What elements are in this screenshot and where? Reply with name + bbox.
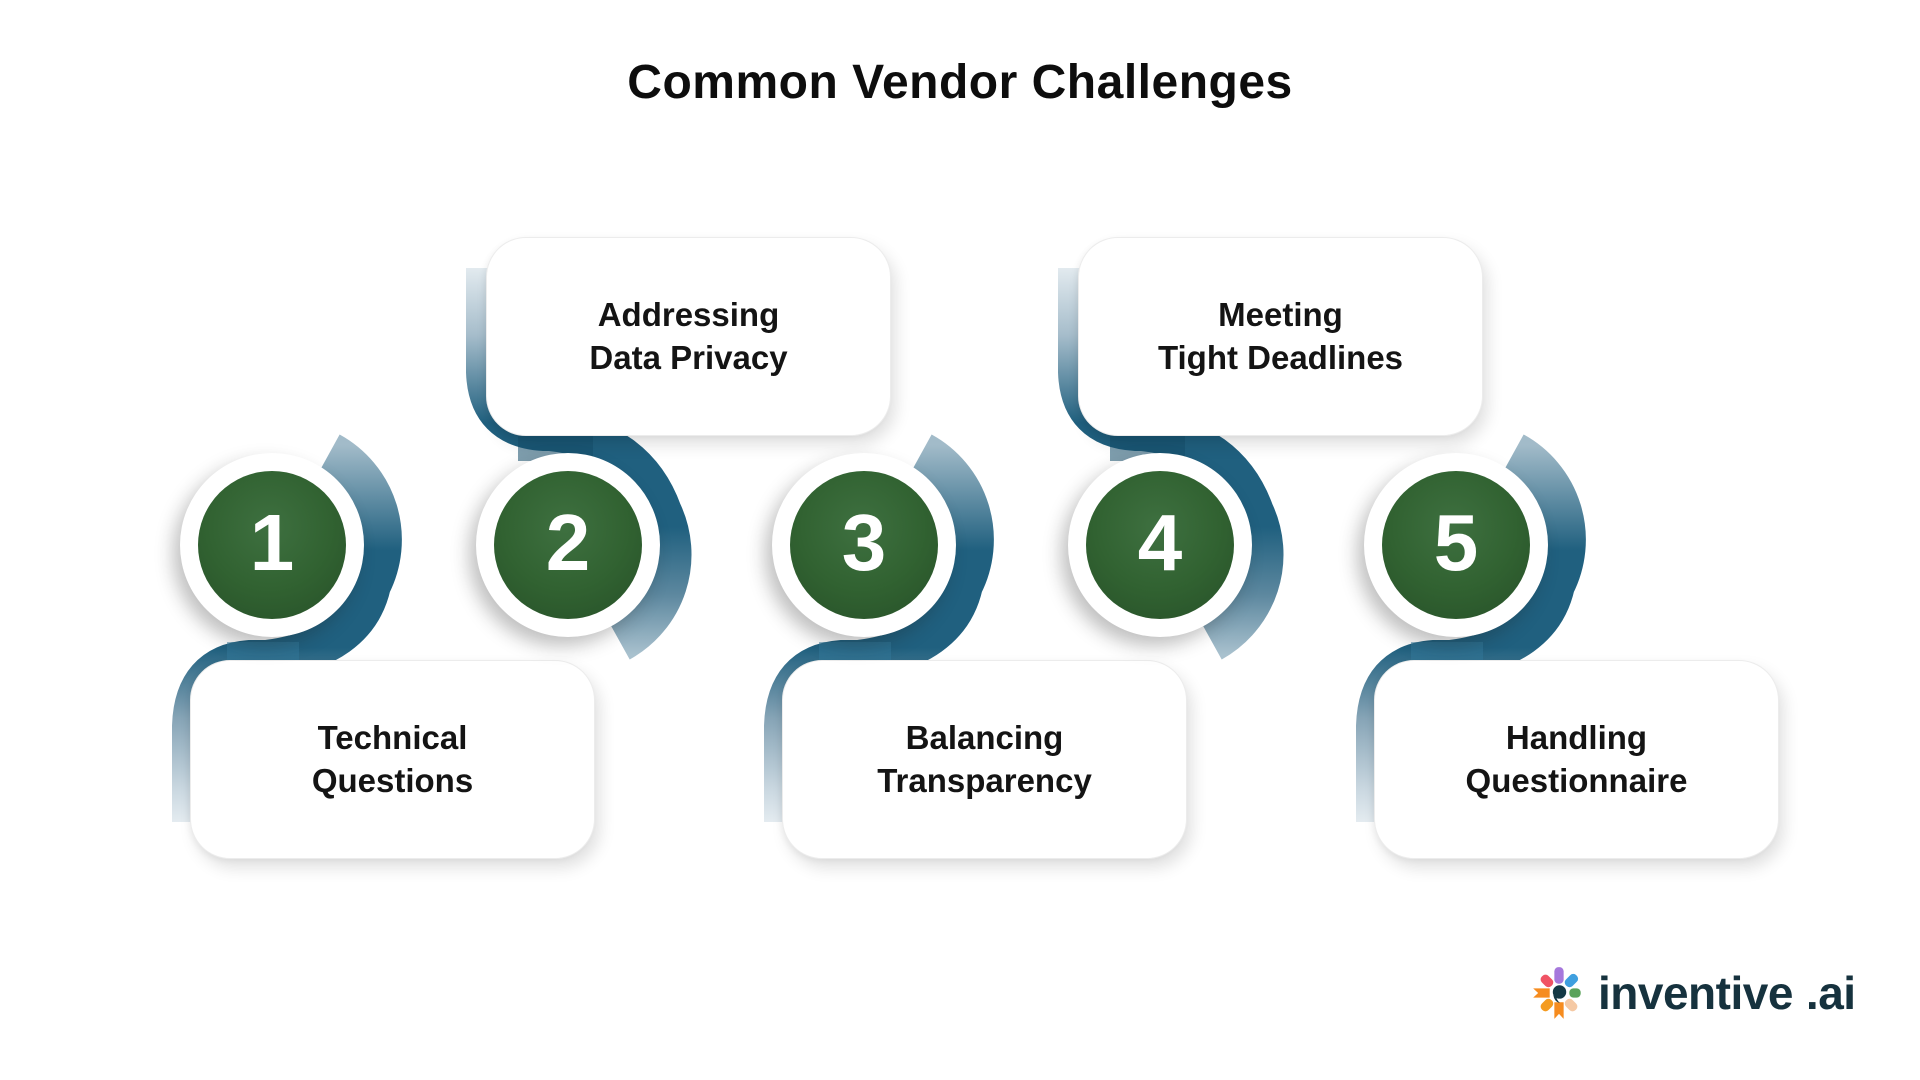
challenge-card-5: Handling Questionnaire	[1374, 660, 1779, 859]
challenge-card-1-label: Technical Questions	[312, 717, 473, 803]
challenge-card-4: Meeting Tight Deadlines	[1078, 237, 1483, 436]
step-circle-5: 5	[1364, 453, 1548, 637]
page-title: Common Vendor Challenges	[627, 56, 1293, 109]
challenge-card-2: Addressing Data Privacy	[486, 237, 891, 436]
step-number-5: 5	[1433, 498, 1479, 587]
step-circle-5-inner: 5	[1382, 471, 1530, 619]
step-circle-3-inner: 3	[790, 471, 938, 619]
step-circle-2: 2	[476, 453, 660, 637]
challenge-card-3-label: Balancing Transparency	[877, 717, 1092, 803]
challenge-card-4-label: Meeting Tight Deadlines	[1158, 294, 1403, 380]
challenge-2-line2: Data Privacy	[589, 338, 788, 376]
challenge-card-5-label: Handling Questionnaire	[1466, 717, 1688, 803]
step-circle-4: 4	[1068, 453, 1252, 637]
challenge-card-1: Technical Questions	[190, 660, 595, 859]
step-circle-3: 3	[772, 453, 956, 637]
challenge-4-line1: Meeting	[1218, 295, 1343, 333]
challenge-2-line1: Addressing	[597, 295, 780, 333]
step-number-2: 2	[545, 498, 591, 587]
challenge-4-line2: Tight Deadlines	[1157, 338, 1404, 376]
challenge-1-line1: Technical	[317, 718, 468, 756]
challenge-5-line1: Handling	[1505, 718, 1648, 756]
challenge-3-line2: Transparency	[877, 761, 1092, 799]
challenge-3-line1: Balancing	[905, 718, 1064, 756]
inventive-ai-logo: inventive .ai	[1528, 962, 1856, 1024]
step-number-1: 1	[249, 498, 295, 587]
inventive-pinwheel-icon	[1533, 967, 1581, 1019]
step-circle-2-inner: 2	[494, 471, 642, 619]
challenge-card-3: Balancing Transparency	[782, 660, 1187, 859]
step-circle-4-inner: 4	[1086, 471, 1234, 619]
step-number-3: 3	[841, 498, 887, 587]
logo-brand-text: inventive	[1598, 967, 1793, 1019]
challenge-5-line2: Questionnaire	[1465, 761, 1688, 799]
step-number-4: 4	[1137, 498, 1183, 587]
step-circle-1: 1	[180, 453, 364, 637]
logo-suffix-text: .ai	[1805, 967, 1856, 1019]
challenge-card-2-label: Addressing Data Privacy	[589, 294, 787, 380]
step-circle-1-inner: 1	[198, 471, 346, 619]
challenge-1-line2: Questions	[311, 761, 474, 799]
